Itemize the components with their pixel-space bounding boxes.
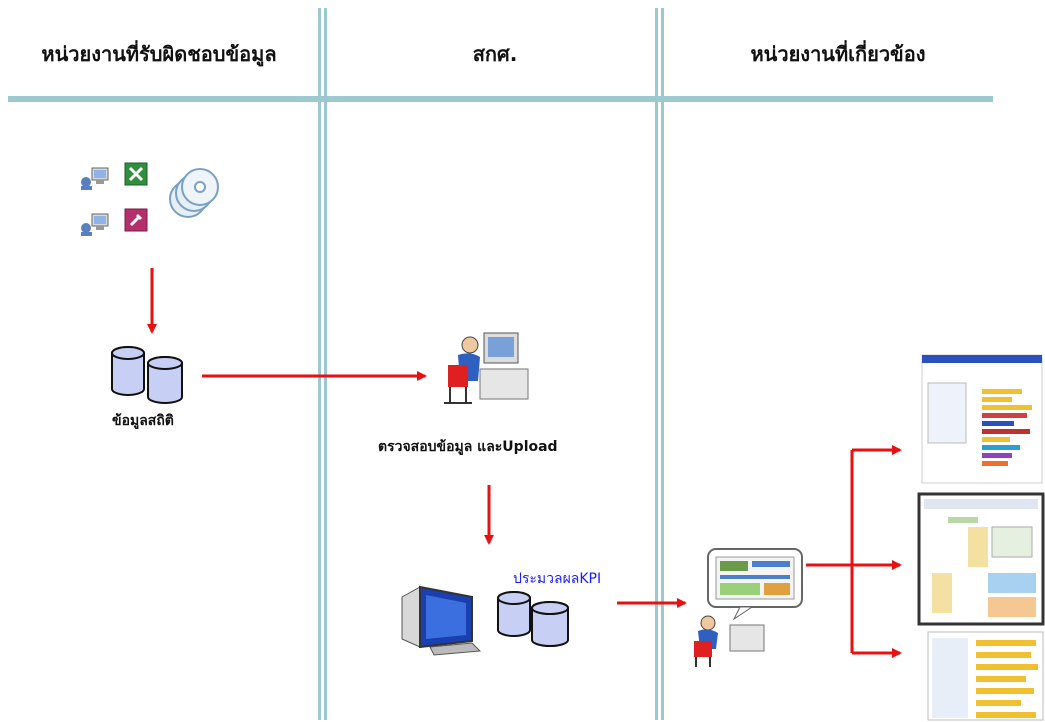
stat-data-label: ข้อมูลสถิติ xyxy=(112,413,174,429)
process-kpi-label: ประมวลผลKPI xyxy=(513,571,602,587)
user-pc-icon xyxy=(81,213,109,236)
column-divider-2 xyxy=(655,8,664,720)
header-divider xyxy=(8,96,993,102)
check-upload-label: ตรวจสอบข้อมูล และUpload xyxy=(378,439,558,455)
report-thumbnail-icon xyxy=(927,631,1044,721)
workstation-user-icon xyxy=(694,548,803,667)
column-header-related: หน่วยงานที่เกี่ยวข้อง xyxy=(750,42,926,66)
monitor-icon xyxy=(401,585,482,656)
column-header-responsible: หน่วยงานที่รับผิดชอบข้อมูล xyxy=(41,42,277,66)
report-thumbnail-icon xyxy=(917,492,1045,626)
report-thumbnail-icon xyxy=(921,354,1043,484)
column-header-center: สกศ. xyxy=(472,42,518,66)
user-pc-icon xyxy=(81,167,109,190)
workstation-user-icon xyxy=(444,332,529,404)
database-icon xyxy=(111,346,183,404)
column-divider-1 xyxy=(318,8,327,720)
access-icon xyxy=(124,208,148,232)
excel-icon xyxy=(124,162,148,186)
database-icon xyxy=(497,591,569,647)
cd-stack-icon xyxy=(169,168,219,218)
